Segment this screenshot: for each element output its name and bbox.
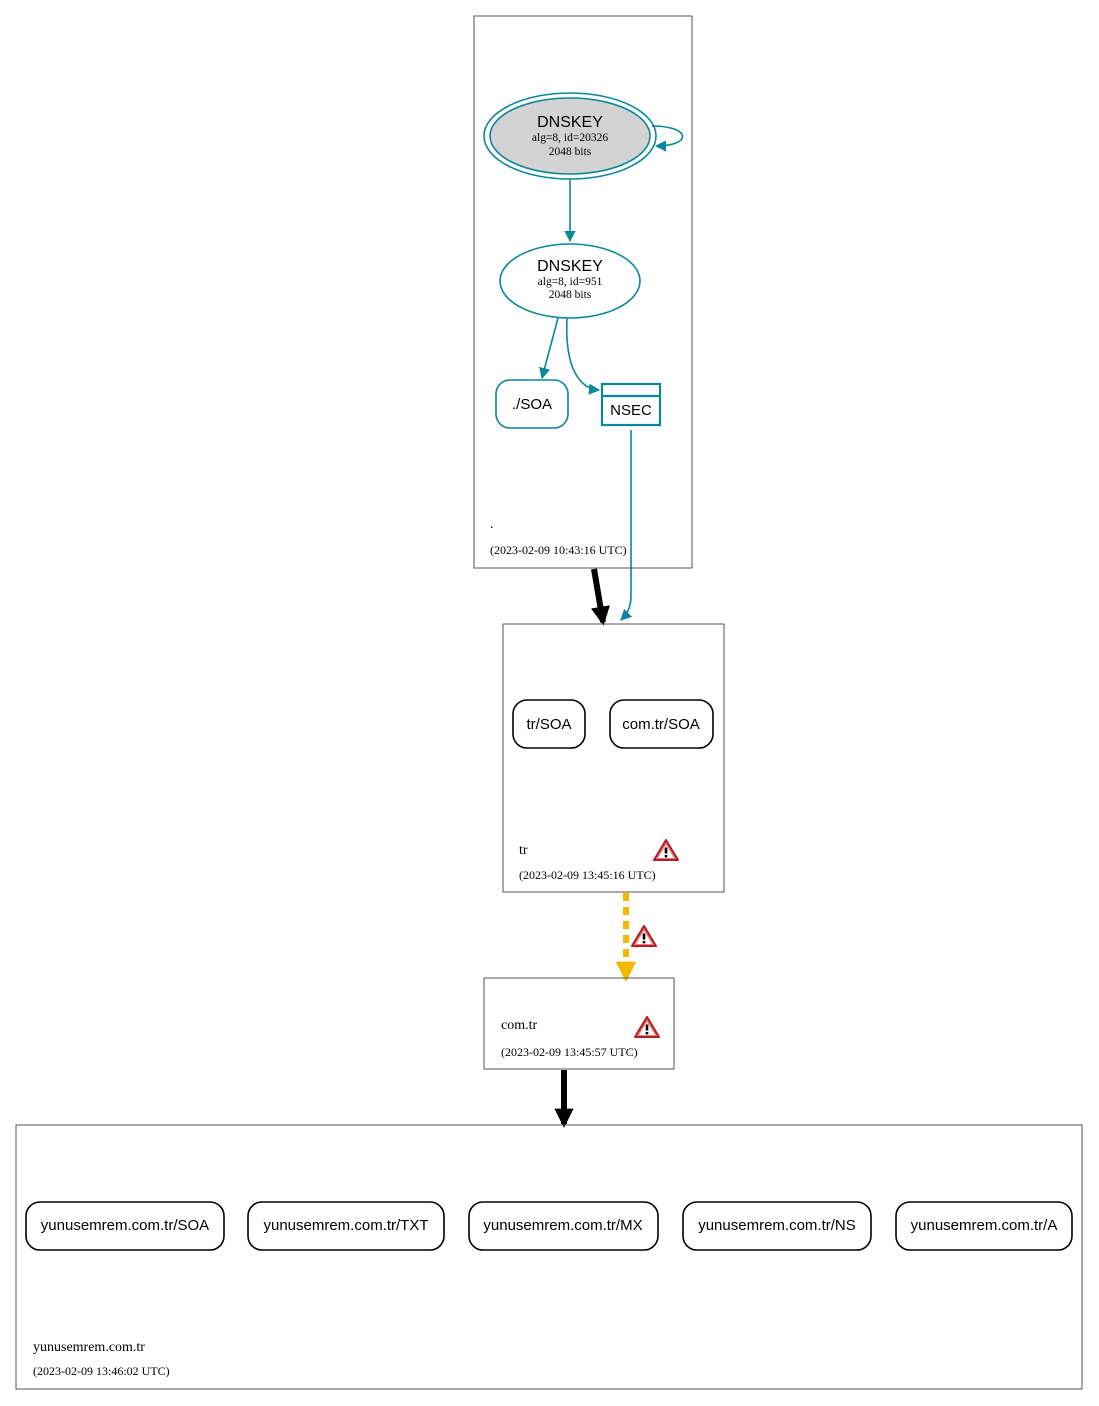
zone-tr: tr/SOA com.tr/SOA tr (2023-02-09 13:45:1… (502, 623, 725, 893)
warning-triangle-icon (631, 925, 657, 947)
warning-triangle-icon (653, 839, 679, 861)
root-zone-timestamp: (2023-02-09 10:43:16 UTC) (490, 543, 627, 557)
zsk-to-soa-edge (539, 317, 559, 380)
nsec-to-tr-edge (620, 430, 633, 621)
ksk-self-sign-edge (651, 125, 684, 152)
yunus-zone-name: yunusemrem.com.tr (33, 1340, 145, 1355)
zsk-to-nsec-edge (565, 317, 601, 395)
tr-zone-timestamp: (2023-02-09 13:45:16 UTC) (519, 868, 656, 882)
root-soa-label: ./SOA (512, 396, 552, 413)
dnskey-zsk-node[interactable]: DNSKEY alg=8, id=951 2048 bits (499, 243, 641, 319)
ksk-detail-label: alg=8, id=20326 (532, 132, 608, 144)
tr-zone-name: tr (519, 843, 528, 858)
root-to-tr-delegation-edge (590, 568, 610, 626)
comtr-zone-timestamp: (2023-02-09 13:45:57 UTC) (501, 1045, 638, 1059)
ksk-type-label: DNSKEY (537, 114, 603, 131)
tr-soa-label: tr/SOA (526, 716, 571, 733)
yunus-a-rrset[interactable]: yunusemrem.com.tr/A (895, 1201, 1073, 1251)
yunus-mx-label: yunusemrem.com.tr/MX (483, 1217, 642, 1234)
yunus-ns-label: yunusemrem.com.tr/NS (698, 1217, 856, 1234)
zone-root-box (473, 15, 693, 569)
dnskey-ksk-node[interactable]: DNSKEY alg=8, id=20326 2048 bits (483, 92, 657, 180)
zsk-bits-label: 2048 bits (549, 289, 592, 301)
root-soa-rrset[interactable]: ./SOA (495, 379, 569, 429)
zsk-type-label: DNSKEY (537, 258, 603, 275)
zone-root: DNSKEY alg=8, id=20326 2048 bits DNSKEY … (473, 15, 693, 569)
nsec-label: NSEC (610, 402, 652, 419)
zsk-detail-label: alg=8, id=951 (538, 276, 603, 288)
tr-soa-rrset[interactable]: tr/SOA (512, 699, 586, 749)
yunus-mx-rrset[interactable]: yunusemrem.com.tr/MX (468, 1201, 659, 1251)
yunus-a-label: yunusemrem.com.tr/A (911, 1217, 1058, 1234)
root-nsec-node[interactable]: NSEC (600, 382, 662, 427)
comtr-zone-name: com.tr (501, 1018, 537, 1033)
yunus-zone-timestamp: (2023-02-09 13:46:02 UTC) (33, 1364, 170, 1378)
root-zone-name: . (490, 517, 494, 532)
yunus-txt-rrset[interactable]: yunusemrem.com.tr/TXT (247, 1201, 445, 1251)
zone-yunusemrem: yunusemrem.com.tr/SOA yunusemrem.com.tr/… (15, 1124, 1083, 1390)
zone-tr-box (502, 623, 725, 893)
zone-comtr-box (483, 977, 675, 1070)
yunus-soa-label: yunusemrem.com.tr/SOA (41, 1217, 209, 1234)
yunus-soa-rrset[interactable]: yunusemrem.com.tr/SOA (25, 1201, 225, 1251)
comtr-soa-rrset[interactable]: com.tr/SOA (609, 699, 714, 749)
comtr-soa-label: com.tr/SOA (622, 716, 700, 733)
zone-yunus-box (15, 1124, 1083, 1390)
yunus-ns-rrset[interactable]: yunusemrem.com.tr/NS (682, 1201, 872, 1251)
ksk-bits-label: 2048 bits (549, 146, 592, 158)
yunus-txt-label: yunusemrem.com.tr/TXT (263, 1217, 428, 1234)
warning-triangle-icon (634, 1016, 660, 1038)
zone-comtr: com.tr (2023-02-09 13:45:57 UTC) (483, 977, 675, 1070)
